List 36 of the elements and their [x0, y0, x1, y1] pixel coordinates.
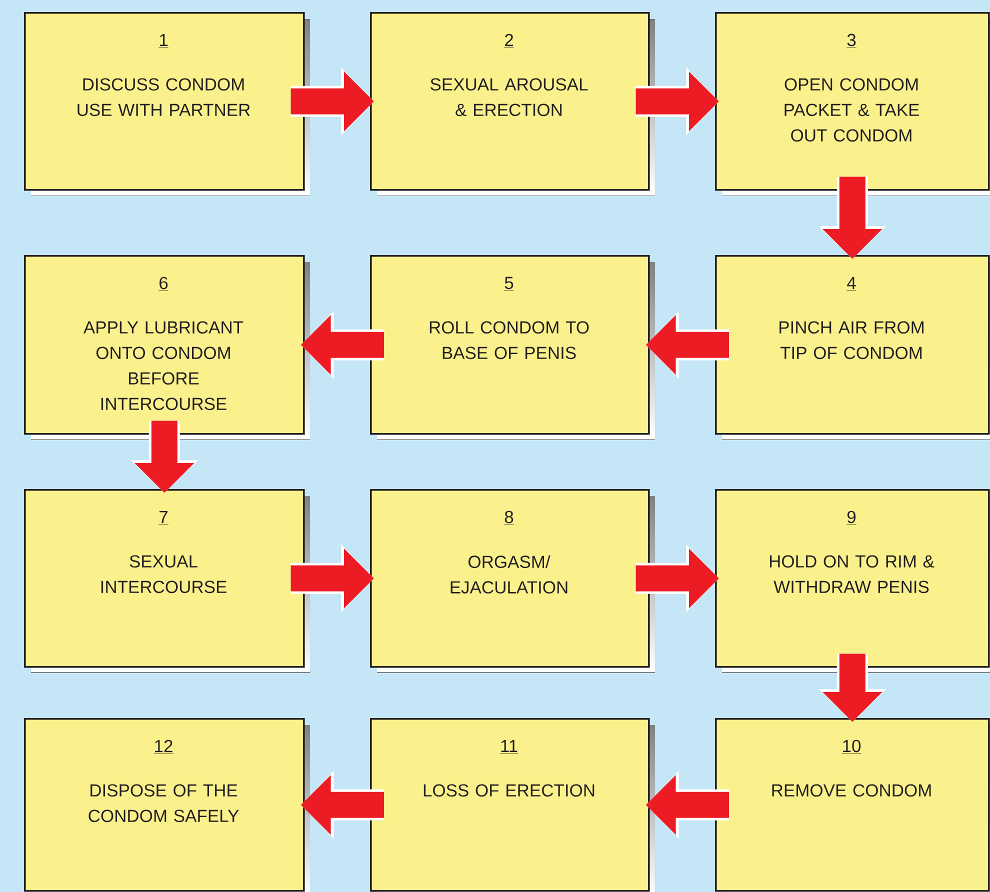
step-number: 1 — [158, 34, 169, 48]
step-text: ROLL CONDOM TO BASE OF PENIS — [430, 321, 589, 360]
step-text: REMOVE CONDOM — [772, 784, 931, 797]
step-text: HOLD ON TO RIM & WITHDRAW PENIS — [770, 555, 934, 594]
step-text: LOSS OF ERECTION — [424, 784, 594, 797]
step-box — [715, 718, 990, 892]
step-number: 3 — [846, 34, 857, 48]
step-number: 6 — [158, 276, 169, 291]
step-number: 5 — [504, 276, 514, 291]
step-text: SEXUAL INTERCOURSE — [101, 555, 226, 594]
step-text: PINCH AIR FROM TIP OF CONDOM — [780, 321, 924, 360]
step-box — [24, 12, 310, 196]
step-number: 12 — [154, 740, 174, 754]
step-text: OPEN CONDOM PACKET & TAKE OUT CONDOM — [784, 78, 919, 142]
step-box — [370, 489, 655, 673]
step-text: DISCUSS CONDOM USE WITH PARTNER — [78, 78, 250, 116]
step-number: 4 — [846, 276, 857, 291]
step-number: 11 — [500, 740, 518, 754]
step-box — [370, 718, 655, 892]
step-box — [24, 718, 310, 892]
step-box — [715, 255, 990, 440]
step-number: 7 — [158, 510, 169, 525]
step-box — [715, 489, 990, 673]
step-number: 9 — [846, 510, 857, 525]
step-box — [370, 255, 655, 440]
step-text: APPLY LUBRICANT ONTO CONDOM BEFORE INTERCOURSE — [83, 321, 244, 410]
step-text: SEXUAL AROUSAL & ERECTION — [430, 78, 588, 116]
step-number: 8 — [504, 510, 514, 525]
step-box — [715, 12, 990, 196]
step-text: ORGASM/ EJACULATION — [450, 555, 568, 594]
step-box — [370, 12, 655, 196]
step-text: DISPOSE OF THE CONDOM SAFELY — [88, 784, 239, 822]
step-number: 2 — [504, 34, 514, 48]
step-box — [24, 255, 310, 440]
step-box — [24, 489, 310, 673]
step-number: 10 — [842, 740, 862, 754]
